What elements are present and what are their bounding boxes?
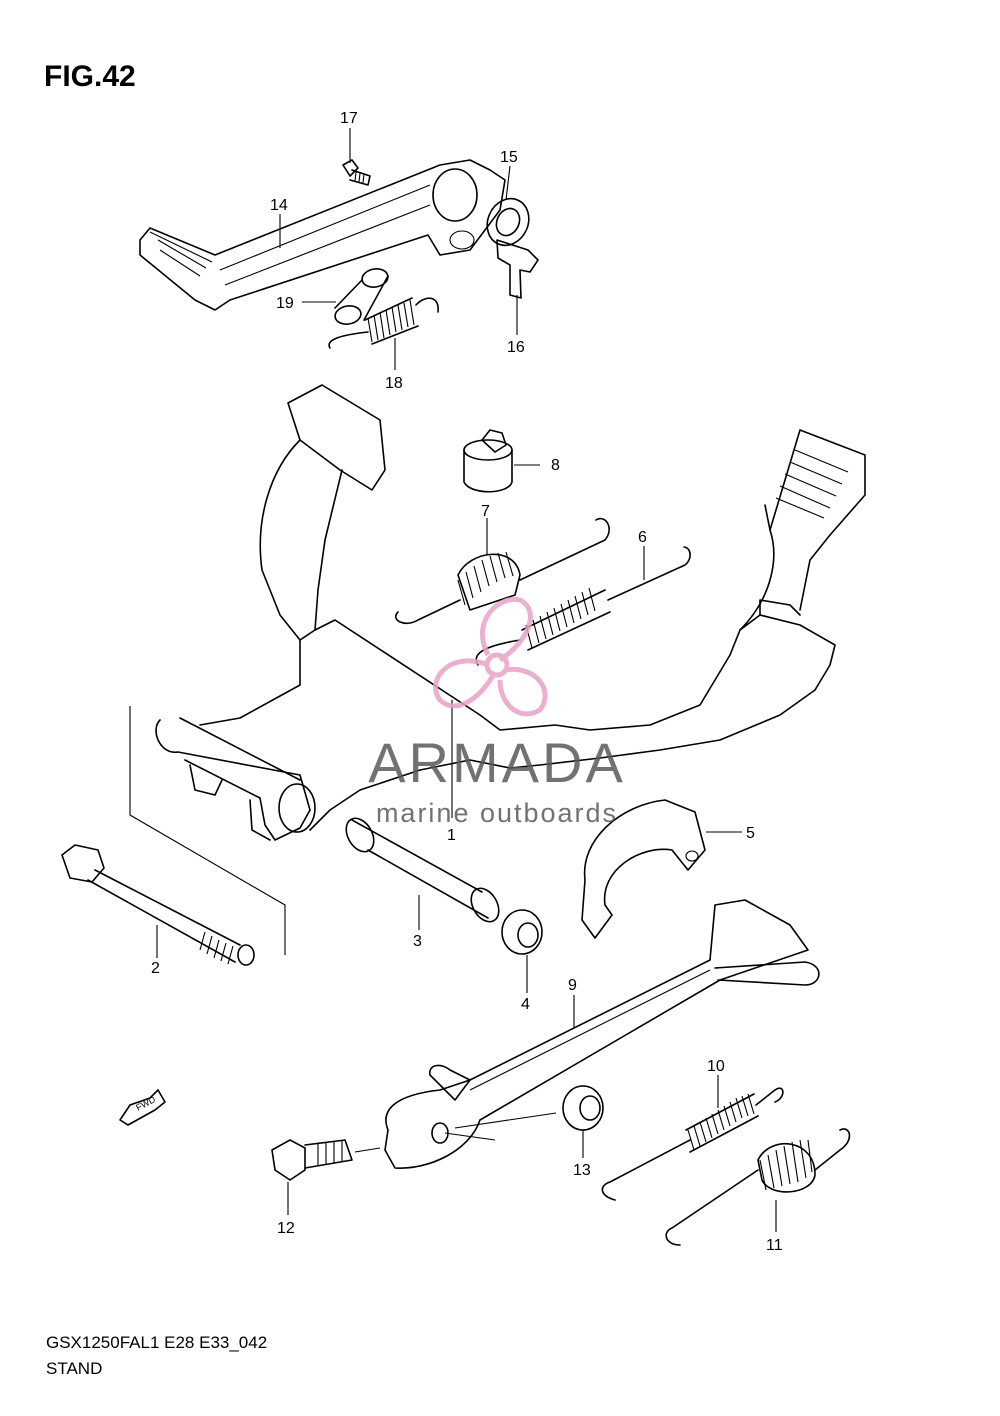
part-14-lever — [139, 159, 506, 311]
callout-8: 8 — [551, 457, 560, 474]
part-11-spring — [665, 1128, 851, 1246]
callout-14: 14 — [270, 197, 288, 214]
callout-2: 2 — [151, 960, 160, 977]
part-4-nut — [501, 909, 543, 955]
part-5-bracket — [581, 799, 706, 939]
callout-5: 5 — [746, 825, 755, 842]
figure-title: FIG.42 — [44, 60, 136, 93]
watermark-tagline: marine outboards — [376, 798, 618, 828]
callout-15: 15 — [500, 149, 518, 166]
callout-1: 1 — [447, 827, 456, 844]
part-9-side-stand — [384, 899, 820, 1169]
section-name: STAND — [46, 1359, 103, 1378]
part-16-clip — [496, 239, 539, 299]
part-3-pipe — [345, 817, 500, 923]
callout-19: 19 — [276, 295, 294, 312]
callout-4: 4 — [521, 996, 530, 1013]
callout-16: 16 — [507, 339, 525, 356]
watermark-logo-icon — [433, 596, 548, 717]
callout-numbers: 1 2 3 4 5 6 7 8 9 10 11 12 13 14 15 16 1… — [151, 110, 783, 1254]
watermark-brand: ARMADA — [368, 731, 626, 794]
part-17-bolt — [342, 159, 371, 186]
callout-13: 13 — [573, 1162, 591, 1179]
leader-lines — [156, 128, 777, 1232]
callout-17: 17 — [340, 110, 358, 127]
watermark: ARMADA marine outboards — [368, 596, 626, 828]
part-7-spring — [395, 517, 610, 625]
callout-11: 11 — [766, 1237, 783, 1254]
assembly-plane-outline — [129, 706, 286, 955]
callout-10: 10 — [707, 1058, 725, 1075]
part-6-spring — [475, 546, 691, 666]
part-18-spring — [328, 297, 439, 349]
part-2-bolt — [61, 844, 255, 966]
part-12-bolt — [271, 1139, 353, 1181]
part-1-center-stand — [155, 384, 866, 841]
fwd-arrow-icon: FWD — [119, 1089, 166, 1126]
callout-9: 9 — [568, 977, 577, 994]
part-19-bushing — [334, 268, 389, 325]
model-code: GSX1250FAL1 E28 E33_042 — [46, 1333, 268, 1352]
callout-6: 6 — [638, 529, 647, 546]
part-13-nut — [562, 1085, 604, 1131]
callout-3: 3 — [413, 933, 422, 950]
callout-12: 12 — [277, 1220, 295, 1237]
callout-7: 7 — [481, 503, 490, 520]
callout-18: 18 — [385, 375, 403, 392]
part-10-spring — [601, 1087, 784, 1201]
part-8-stopper — [463, 429, 513, 493]
